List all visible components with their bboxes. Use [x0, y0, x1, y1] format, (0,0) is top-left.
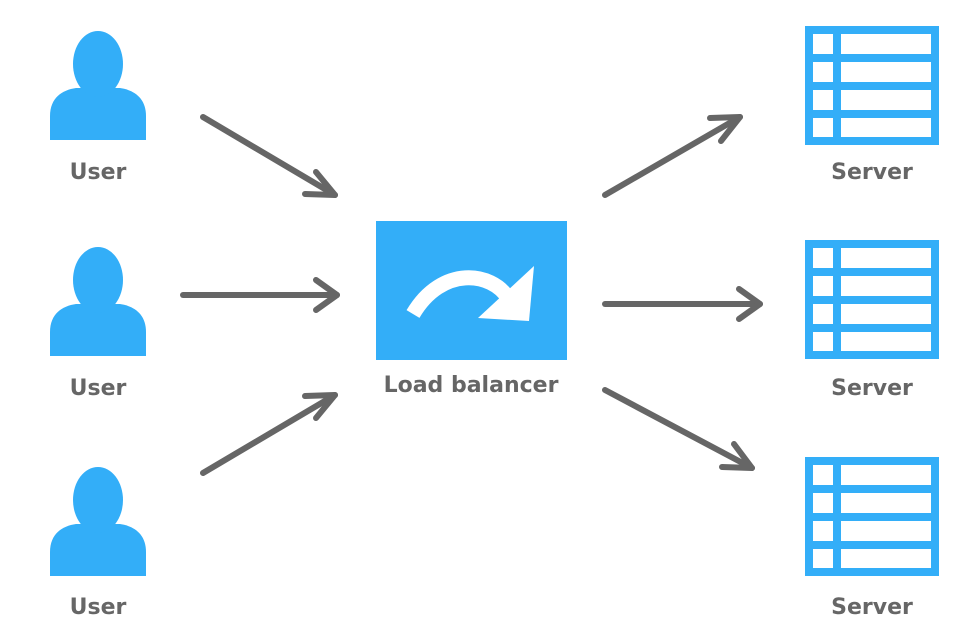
arrow-balancer-to-server2: [602, 286, 763, 322]
server-label: Server: [831, 595, 913, 620]
arrow-user1-to-balancer: [200, 114, 338, 198]
load-balancer-node: Load balancer: [376, 221, 567, 398]
arrow-balancer-to-server3: [602, 387, 755, 471]
arrow-balancer-to-server1: [602, 114, 743, 198]
server-label: Server: [831, 376, 913, 401]
redirect-arrow-icon: [406, 266, 534, 321]
server-node-2: Server: [809, 244, 935, 401]
server-icon: [809, 461, 935, 572]
user-icon: [50, 31, 146, 140]
user-icon: [50, 247, 146, 356]
user-label: User: [70, 595, 127, 620]
load-balancer-label: Load balancer: [384, 373, 559, 398]
user-label: User: [70, 160, 127, 185]
arrow-user3-to-balancer: [200, 392, 338, 476]
server-label: Server: [831, 160, 913, 185]
user-icon: [50, 467, 146, 576]
user-label: User: [70, 376, 127, 401]
arrow-user2-to-balancer: [180, 277, 340, 313]
server-node-3: Server: [809, 461, 935, 620]
user-node-2: User: [50, 247, 146, 401]
user-node-3: User: [50, 467, 146, 620]
server-icon: [809, 30, 935, 141]
server-icon: [809, 244, 935, 355]
server-node-1: Server: [809, 30, 935, 185]
load-balancer-box: [376, 221, 567, 360]
user-node-1: User: [50, 31, 146, 185]
